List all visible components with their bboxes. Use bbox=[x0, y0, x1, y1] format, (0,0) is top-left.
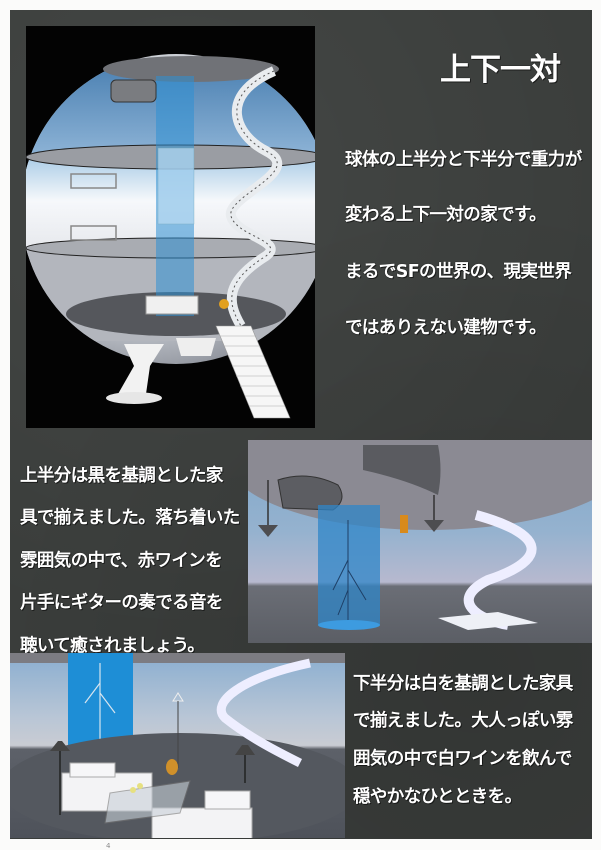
intro-line-2: 変わる上下一対の家です。 bbox=[345, 205, 547, 225]
lower-room-image bbox=[10, 653, 345, 838]
intro-line-3: まるでSFの世界の、現実世界 bbox=[345, 262, 572, 282]
page-number: 4 bbox=[106, 842, 111, 850]
upper-line-2: 具で揃えました。落ち着いた bbox=[20, 508, 240, 528]
upper-line-1: 上半分は黒を基調とした家 bbox=[20, 466, 223, 486]
upper-room-image bbox=[248, 440, 592, 643]
lower-line-1: 下半分は白を基調とした家具 bbox=[353, 674, 573, 694]
sphere-cutaway-image bbox=[26, 26, 315, 428]
lower-line-3: 囲気の中で白ワインを飲んで bbox=[353, 749, 572, 769]
lower-line-2: で揃えました。大人っぽい雰 bbox=[353, 711, 573, 731]
lower-line-4: 穏やかなひとときを。 bbox=[353, 787, 522, 807]
page-title: 上下一対 bbox=[440, 52, 561, 88]
upper-line-4: 片手にギターの奏でる音を bbox=[20, 593, 223, 613]
intro-line-4: ではありえない建物です。 bbox=[345, 318, 547, 338]
intro-line-1: 球体の上半分と下半分で重力が bbox=[345, 150, 582, 170]
upper-line-5: 聴いて癒されましょう。 bbox=[20, 636, 205, 656]
upper-line-3: 雰囲気の中で、赤ワインを bbox=[20, 551, 223, 571]
